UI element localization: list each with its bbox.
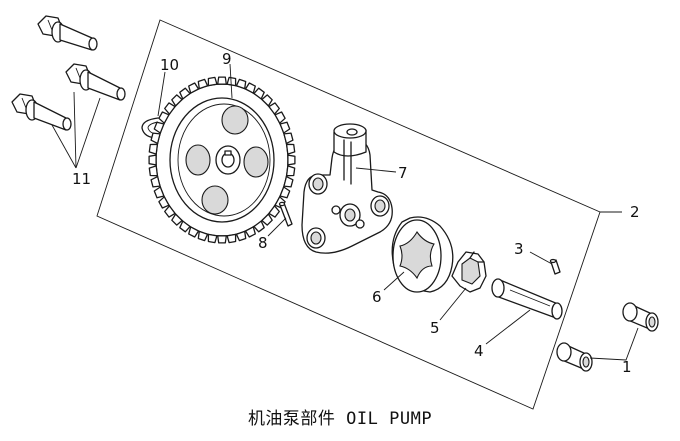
gear-tooth [235, 230, 247, 242]
callout-1: 1 [622, 358, 632, 376]
callout-7: 7 [398, 164, 408, 182]
gear-tooth [283, 132, 294, 145]
gear-tooth [261, 213, 273, 226]
gear-tooth [150, 175, 161, 188]
gear-tooth [268, 102, 280, 115]
gear-tooth [235, 78, 247, 90]
gear-tooth [217, 76, 227, 85]
gear-tooth [179, 87, 191, 100]
gear-tooth [171, 213, 183, 226]
callout-8: 8 [258, 234, 268, 252]
gear-tooth [287, 154, 296, 166]
leader-line [51, 124, 77, 169]
gear-tooth [179, 220, 191, 233]
gear-tooth [283, 175, 294, 188]
gear-tooth [285, 165, 296, 177]
gear-icon [148, 76, 296, 244]
gear-tooth [148, 165, 159, 177]
leader-line [229, 63, 233, 99]
callout-2: 2 [630, 203, 640, 221]
gear-tooth [261, 94, 273, 107]
callout-9: 9 [222, 50, 232, 68]
leader-line [355, 167, 397, 173]
gear-tooth [268, 205, 280, 218]
leader-line [485, 309, 531, 345]
leader-line [157, 71, 166, 117]
flange-bolt-icon [65, 63, 126, 101]
callout-6: 6 [372, 288, 382, 306]
gear-tooth [244, 82, 256, 94]
gear-tooth [285, 143, 296, 155]
gear-tooth [148, 143, 159, 155]
circlip-icon [141, 117, 159, 139]
assembly-frame-icon [96, 19, 601, 410]
leader-line [267, 217, 287, 237]
callout-5: 5 [430, 319, 440, 337]
gear-tooth [171, 94, 183, 107]
flange-bolt-icon [11, 93, 72, 131]
gear-tooth [148, 154, 157, 166]
gear-tooth [164, 205, 176, 218]
inner-rotor-icon [451, 251, 487, 293]
gear-tooth [150, 132, 161, 145]
diagram-title: 机油泵部件 OIL PUMP [247, 409, 433, 429]
gear-tooth [244, 226, 256, 238]
gear-tooth [153, 186, 165, 199]
callout-4: 4 [474, 342, 484, 360]
gear-tooth [274, 111, 286, 124]
leader-line [383, 271, 405, 291]
gear-tooth [279, 186, 291, 199]
leader-line [439, 287, 467, 321]
gear-tooth [197, 230, 209, 242]
gear-tooth [158, 196, 170, 209]
gear-tooth [217, 235, 227, 244]
gear-tooth [188, 226, 200, 238]
outer-rotor-icon [391, 216, 454, 293]
gear-tooth [164, 102, 176, 115]
leader-line [589, 327, 639, 361]
gear-tooth [207, 233, 218, 244]
gear-tooth [207, 76, 218, 87]
leader-line [73, 91, 77, 169]
callout-10: 10 [160, 56, 179, 74]
flange-bolt-icon [37, 15, 98, 51]
gear-tooth [153, 121, 165, 134]
gear-tooth [188, 82, 200, 94]
bushing-pair-icon [556, 302, 659, 372]
leader-line [75, 97, 101, 169]
gear-tooth [253, 220, 265, 233]
gear-tooth [158, 111, 170, 124]
gear-tooth [197, 78, 209, 90]
pin-icon [549, 258, 561, 275]
callout-11: 11 [72, 170, 91, 188]
leader-line [529, 251, 553, 265]
shaft-icon [491, 278, 563, 320]
gear-tooth [279, 121, 291, 134]
callout-3: 3 [514, 240, 524, 258]
pump-body-icon [301, 123, 393, 254]
gear-tooth [253, 87, 265, 100]
gear-tooth [226, 233, 237, 244]
